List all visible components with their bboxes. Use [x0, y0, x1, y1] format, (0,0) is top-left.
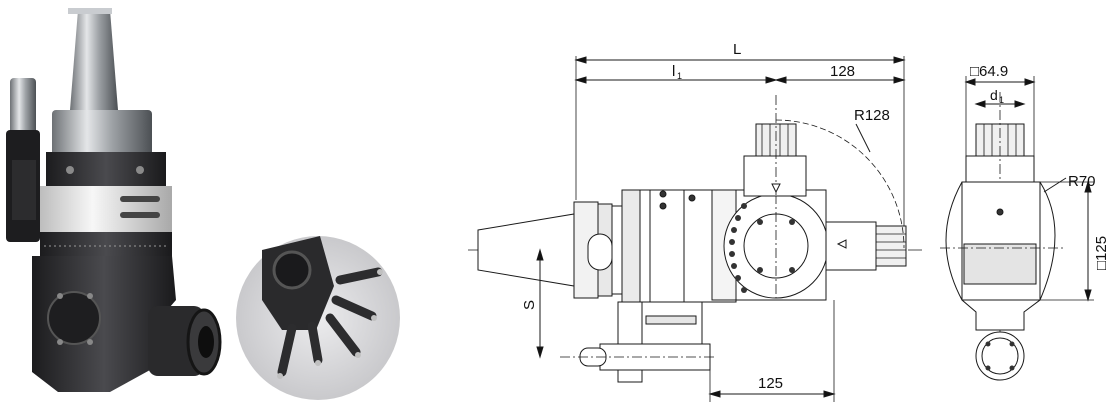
- dim-d1-main: d: [990, 87, 998, 103]
- dim-l1: l 1: [672, 63, 682, 81]
- dim-head-offset: 128: [830, 63, 855, 80]
- dim-d1: d 1: [990, 87, 1004, 105]
- dim-swing-radius: R128: [854, 107, 890, 124]
- end-view-drawing: [940, 76, 1094, 381]
- dim-body-square: □125: [1093, 236, 1109, 270]
- positions-inset-photo: [236, 236, 400, 400]
- dim-d1-sub: 1: [999, 95, 1004, 105]
- dim-l1-sub: 1: [677, 71, 682, 81]
- dim-bottom-offset: 125: [758, 375, 783, 392]
- dim-spindle-offset: S: [521, 300, 538, 310]
- dim-flange-square: □64.9: [970, 63, 1008, 80]
- angle-head-photo: [6, 8, 222, 392]
- dim-L: L: [733, 41, 741, 58]
- dim-l1-main: l: [672, 63, 675, 80]
- dim-side-radius: R70: [1068, 173, 1096, 190]
- side-view-drawing: [468, 56, 925, 402]
